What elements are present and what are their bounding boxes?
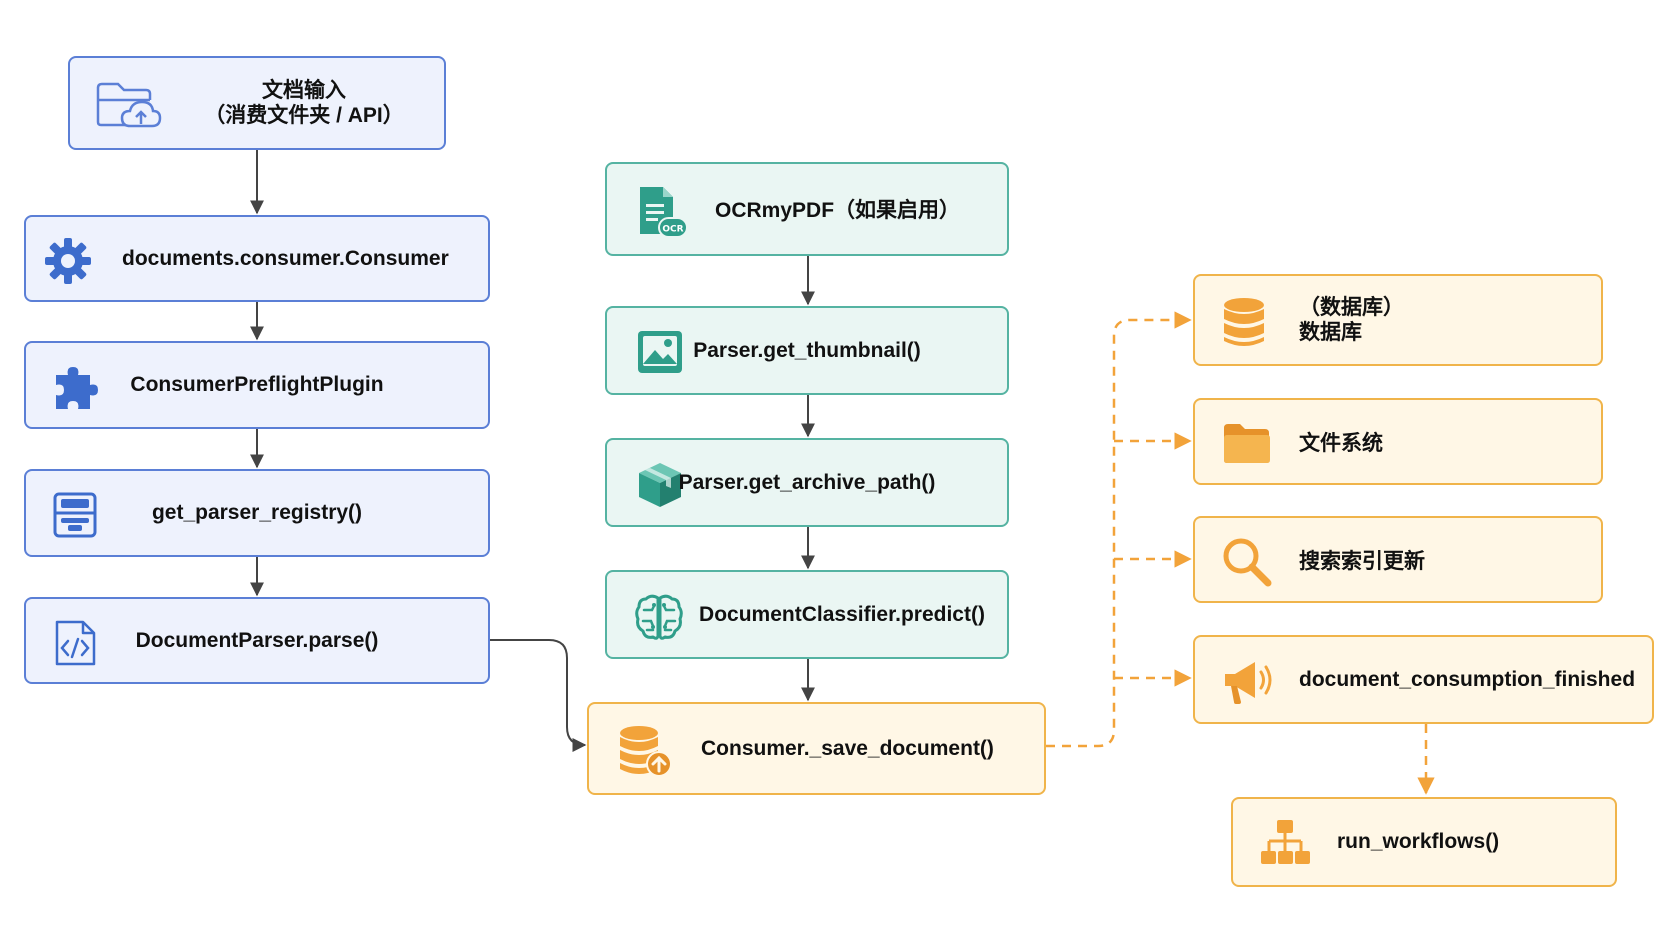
brain-icon bbox=[635, 594, 683, 640]
node-filesystem[interactable]: 文件系统 bbox=[1193, 398, 1603, 485]
registry-label: get_parser_registry() bbox=[151, 501, 363, 524]
workflow-tree-icon bbox=[1261, 820, 1310, 864]
get-archive-path-label: Parser.get_archive_path() bbox=[678, 470, 936, 494]
node-run-workflows[interactable]: run_workflows() bbox=[1231, 797, 1617, 887]
save-document-label: Consumer._save_document() bbox=[701, 736, 994, 760]
document-input-subtitle: （消费文件夹 / API） bbox=[204, 104, 404, 127]
database-subtitle: 数据库 bbox=[1299, 321, 1362, 344]
code-file-icon bbox=[55, 620, 96, 666]
archive-box-icon bbox=[53, 492, 97, 538]
node-document-parser[interactable]: DocumentParser.parse() bbox=[24, 597, 490, 684]
node-consumer[interactable]: documents.consumer.Consumer bbox=[24, 215, 490, 302]
consumer-label: documents.consumer.Consumer bbox=[122, 246, 449, 270]
database-title: （数据库） bbox=[1299, 296, 1404, 319]
search-index-label: 搜索索引更新 bbox=[1299, 549, 1425, 573]
node-ocrmypdf[interactable]: OCR OCRmyPDF（如果启用） bbox=[605, 162, 1009, 256]
dashed-trunk bbox=[1046, 311, 1192, 748]
node-get-thumbnail[interactable]: Parser.get_thumbnail() bbox=[605, 306, 1009, 395]
consumption-finished-label: document_consumption_finished bbox=[1299, 667, 1636, 691]
node-document-classifier[interactable]: DocumentClassifier.predict() bbox=[605, 570, 1009, 659]
image-icon bbox=[638, 331, 682, 373]
ocrmypdf-label: OCRmyPDF（如果启用） bbox=[715, 199, 961, 222]
document-parser-label: DocumentParser.parse() bbox=[135, 628, 379, 652]
node-preflight-plugin[interactable]: ConsumerPreflightPlugin bbox=[24, 341, 490, 429]
svg-text:OCR: OCR bbox=[662, 225, 683, 235]
document-classifier-label: DocumentClassifier.predict() bbox=[699, 602, 985, 626]
ocr-document-icon: OCR bbox=[640, 187, 688, 238]
get-thumbnail-label: Parser.get_thumbnail() bbox=[693, 338, 921, 362]
node-document-input[interactable]: 文档输入 （消费文件夹 / API） bbox=[68, 56, 446, 150]
gear-icon bbox=[45, 238, 91, 284]
folder-upload-icon bbox=[96, 82, 162, 128]
arrow-parse-to-save bbox=[489, 639, 587, 752]
database-save-icon bbox=[620, 726, 672, 777]
node-consumption-finished-signal[interactable]: document_consumption_finished bbox=[1193, 635, 1654, 724]
run-workflows-label: run_workflows() bbox=[1337, 830, 1500, 853]
node-save-document[interactable]: Consumer._save_document() bbox=[587, 702, 1046, 795]
package-icon bbox=[639, 463, 681, 507]
node-get-archive-path[interactable]: Parser.get_archive_path() bbox=[605, 438, 1009, 527]
puzzle-icon bbox=[56, 367, 98, 409]
filesystem-label: 文件系统 bbox=[1299, 431, 1383, 455]
node-database[interactable]: （数据库） 数据库 bbox=[1193, 274, 1603, 366]
node-parser-registry[interactable]: get_parser_registry() bbox=[24, 469, 490, 557]
megaphone-icon bbox=[1225, 662, 1272, 704]
folder-icon bbox=[1224, 424, 1270, 463]
node-search-index[interactable]: 搜索索引更新 bbox=[1193, 516, 1603, 603]
database-icon bbox=[1224, 298, 1264, 346]
preflight-label: ConsumerPreflightPlugin bbox=[130, 373, 384, 396]
document-input-title: 文档输入 bbox=[262, 79, 346, 102]
search-icon bbox=[1223, 538, 1272, 587]
